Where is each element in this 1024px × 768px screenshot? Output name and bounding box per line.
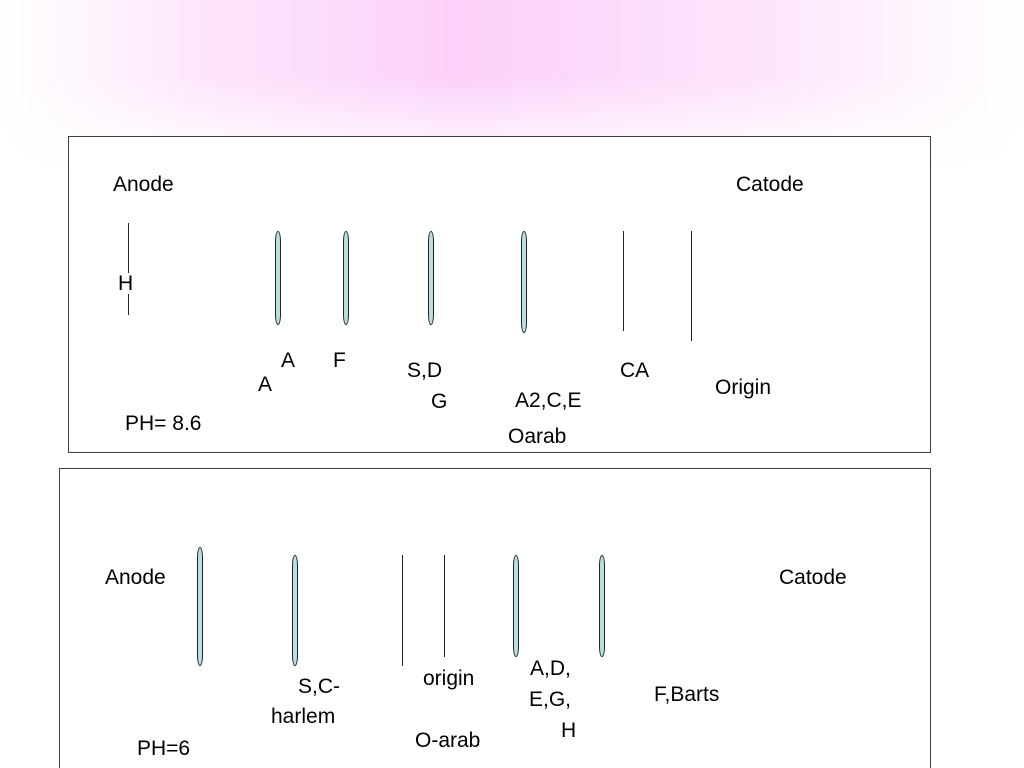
band-a2-c-e [521, 231, 527, 333]
origin-line [691, 231, 692, 341]
band-label-a2-c-e: A2,C,E [515, 389, 582, 412]
band-label-f: F [333, 349, 346, 372]
catode-label: Catode [779, 566, 847, 589]
band-a-d-e-g-h [513, 555, 519, 657]
band-a [275, 231, 281, 325]
band-label-h: H [561, 719, 577, 742]
band-s-c-harlem [292, 555, 298, 666]
band-ca [623, 231, 624, 331]
band-label-harlem: harlem [271, 705, 336, 728]
anode-label: Anode [105, 566, 166, 589]
band-label-g: G [431, 390, 448, 413]
band-label-a-lower: A [258, 373, 273, 396]
band-label-o-arab: O-arab [415, 729, 481, 752]
band-label-a-upper: A [281, 349, 296, 372]
band-label-e-g: E,G, [529, 688, 572, 711]
origin-line-1 [402, 555, 403, 666]
band-label-s-d: S,D [407, 359, 443, 382]
band-1 [197, 547, 203, 666]
catode-label: Catode [736, 173, 804, 196]
electrophoresis-panel-ph-6: Anode Catode S,C- harlem origin O-arab A… [59, 468, 931, 768]
ph-label: PH= 8.6 [125, 412, 202, 435]
band-label-ca: CA [620, 359, 650, 382]
band-label-origin: Origin [715, 376, 772, 399]
band-label-s-c: S,C- [298, 675, 340, 698]
band-s-d-g [428, 231, 434, 325]
band-f [343, 231, 349, 325]
band-label-origin: origin [423, 667, 475, 690]
band-label-h: H [117, 272, 135, 295]
band-label-oarab: Oarab [508, 425, 567, 448]
electrophoresis-panel-ph-8-6: Anode Catode H A A F S,D G CA A2,C,E Oar… [68, 136, 931, 453]
origin-line-2 [444, 555, 445, 657]
band-label-a-d: A,D, [530, 657, 571, 680]
anode-label: Anode [113, 173, 174, 196]
band-h [128, 223, 129, 315]
band-f-barts [599, 555, 605, 657]
band-label-f-barts: F,Barts [654, 683, 720, 706]
ph-label: PH=6 [137, 737, 191, 760]
